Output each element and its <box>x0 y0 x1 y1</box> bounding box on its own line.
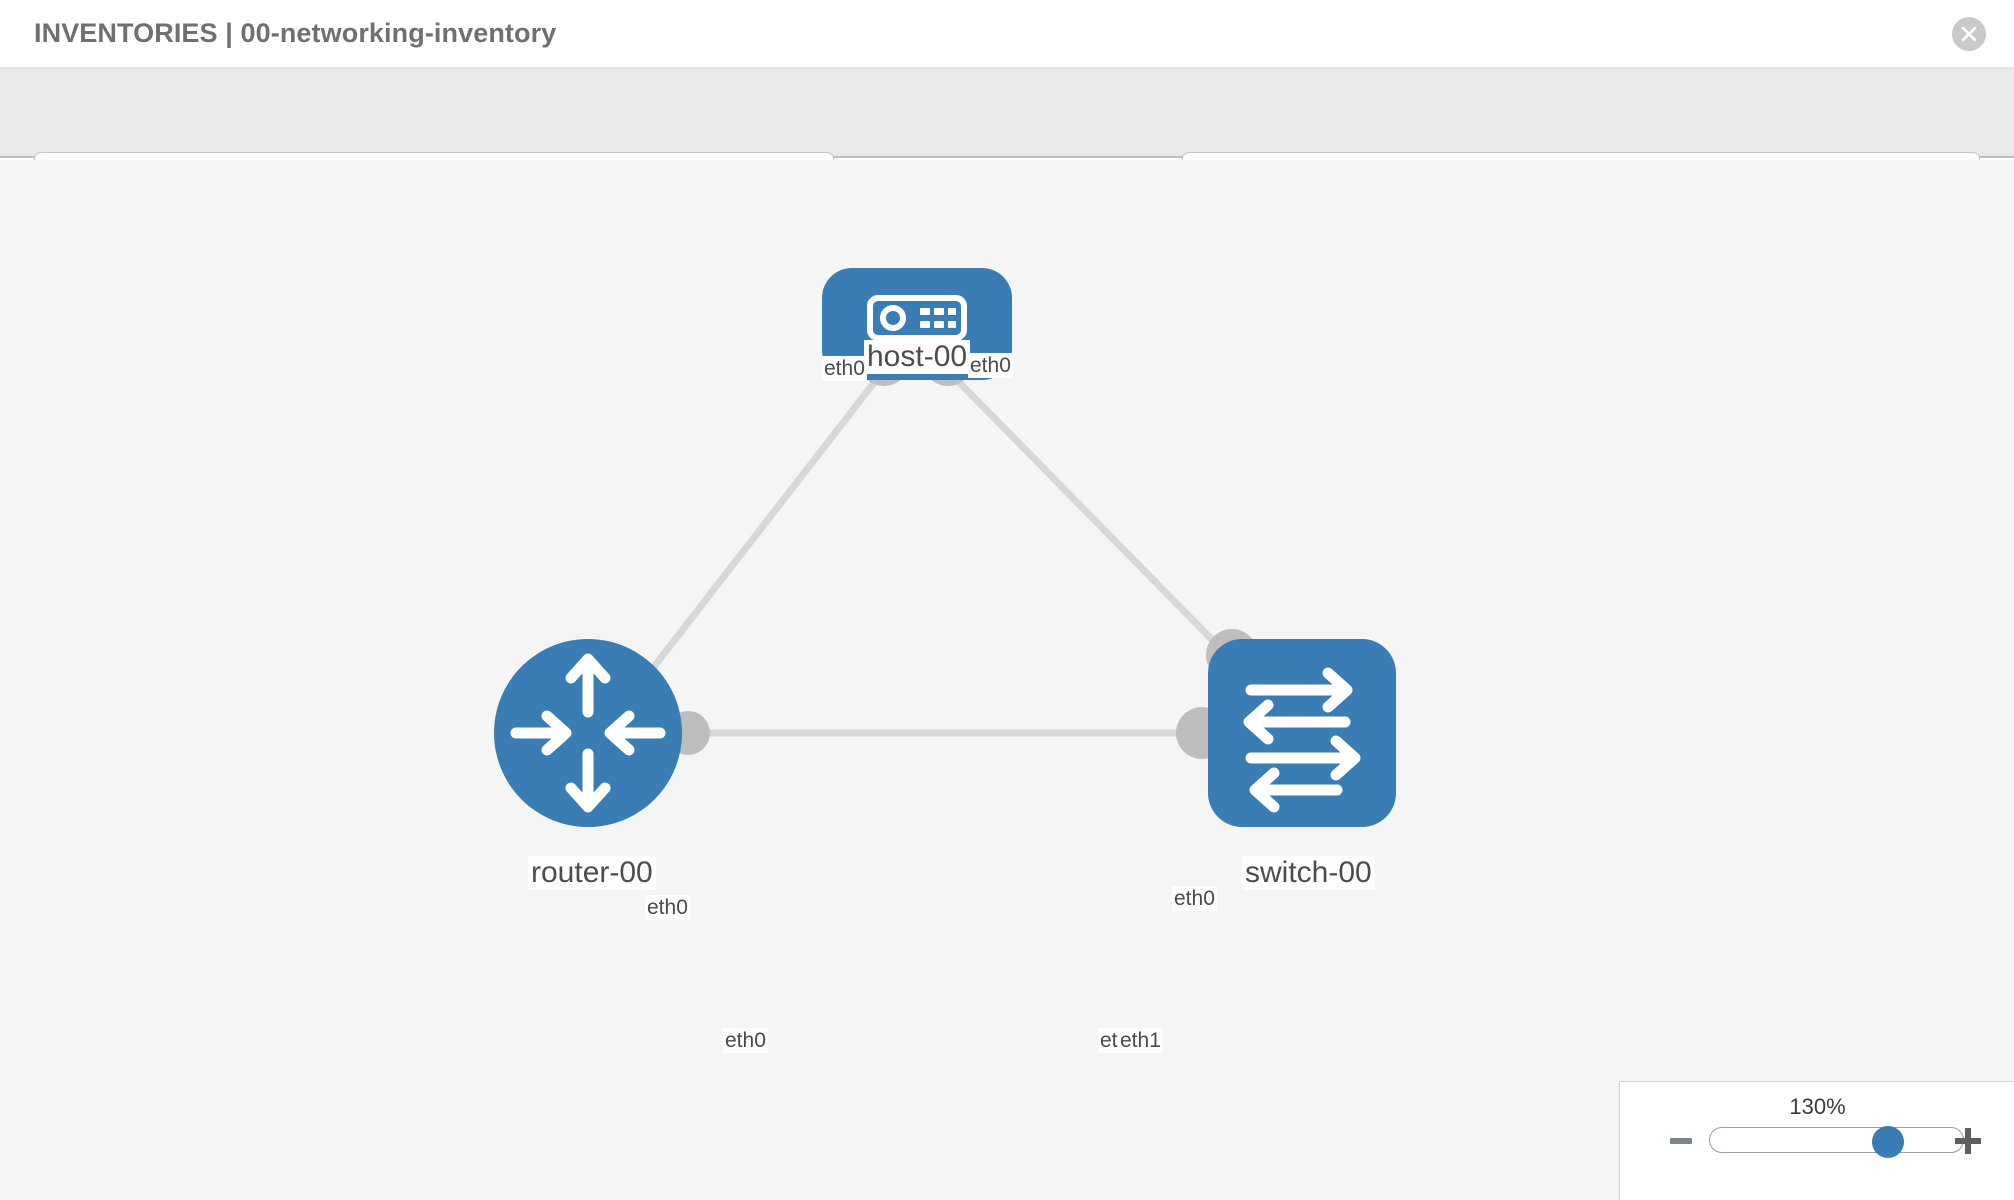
node-switch-00[interactable] <box>1208 639 1396 827</box>
switch-arrows-icon <box>1243 667 1361 813</box>
interface-label-switch-eth1: eth1 <box>1118 1028 1163 1054</box>
link-router-host <box>629 372 883 698</box>
interface-label-host-eth0-left: eth0 <box>822 356 867 382</box>
zoom-slider-track[interactable] <box>1709 1127 1964 1153</box>
toolbar: ACTIONS SEARCH <box>0 68 2014 206</box>
close-icon[interactable] <box>1952 17 1986 51</box>
edge-label-host-switch-eth0: eth0 <box>1172 886 1217 912</box>
router-arrows-icon <box>510 653 666 813</box>
node-label-host-00: host-00 <box>864 340 971 374</box>
minus-icon[interactable] <box>1670 1138 1692 1144</box>
zoom-control-panel: 130% <box>1619 1081 2014 1200</box>
interface-label-host-eth0-right: eth0 <box>968 353 1013 379</box>
node-label-router-00: router-00 <box>528 856 656 890</box>
edge-label-router-host-eth0: eth0 <box>645 895 690 921</box>
plus-icon[interactable] <box>1955 1128 1981 1154</box>
server-device-icon <box>867 295 967 341</box>
node-router-00[interactable] <box>494 639 682 827</box>
topology-graph <box>494 268 1396 827</box>
zoom-slider-handle[interactable] <box>1871 1126 1904 1158</box>
zoom-level-value: 130% <box>1789 1094 1846 1119</box>
node-label-switch-00: switch-00 <box>1242 856 1375 890</box>
window-header: INVENTORIES | 00-networking-inventory <box>0 0 2014 68</box>
topology-canvas[interactable]: host-00 router-00 switch-00 eth0 eth0 et… <box>0 160 2014 1200</box>
link-host-switch <box>949 372 1235 663</box>
page-title: INVENTORIES | 00-networking-inventory <box>34 18 557 48</box>
edge-label-router-eth0: eth0 <box>723 1028 768 1054</box>
